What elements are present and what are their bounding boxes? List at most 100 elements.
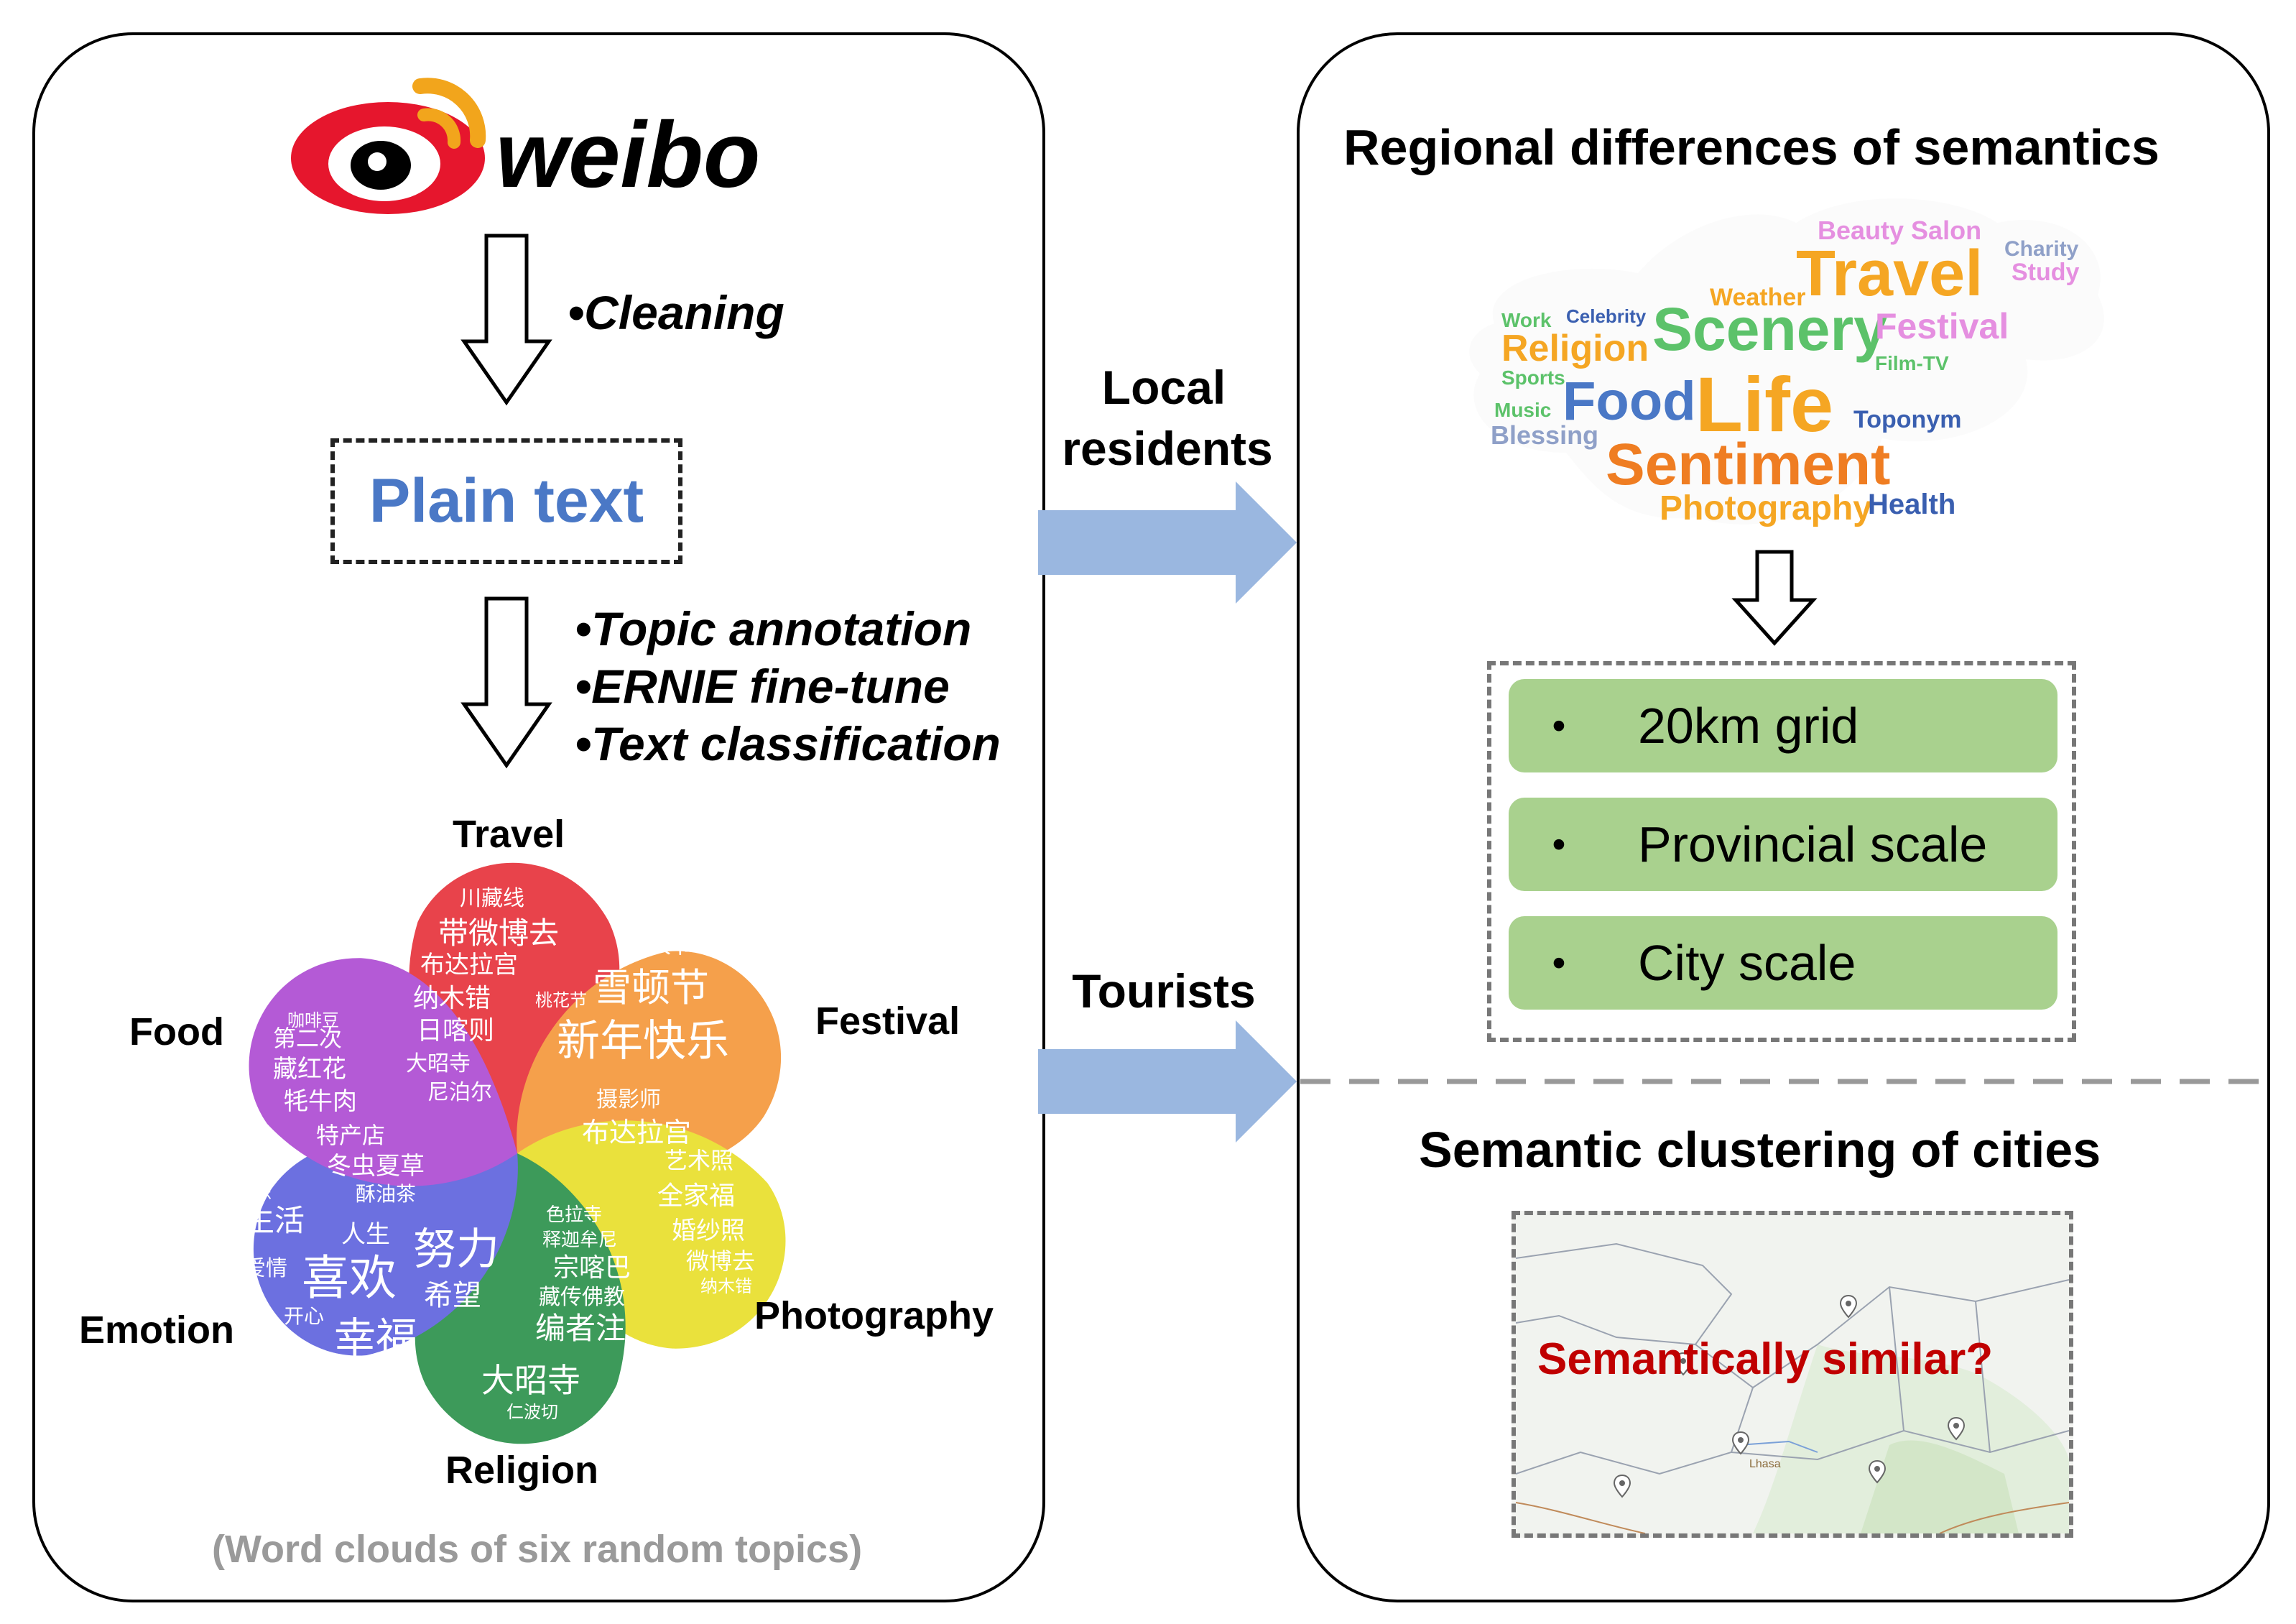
topic-label-festival: Festival xyxy=(815,1000,960,1043)
cloud-word-en: Music xyxy=(1494,399,1552,421)
cloud-word-en: Weather xyxy=(1710,284,1806,311)
map-pin-icon[interactable] xyxy=(1839,1294,1858,1319)
cloud-word-emotion: 幸福 xyxy=(334,1314,418,1362)
bullet-icon: • xyxy=(1552,823,1566,866)
cloud-word-en: Photography xyxy=(1659,489,1872,527)
plain-text-box: Plain text xyxy=(330,438,682,564)
scale-label: Provincial scale xyxy=(1638,816,1988,872)
topic-label-travel: Travel xyxy=(453,813,565,856)
cloud-word-travel: 尼泊尔 xyxy=(427,1080,492,1105)
cloud-word-en: Health xyxy=(1868,489,1956,520)
bullet-icon: • xyxy=(1552,704,1566,747)
topic-label-emotion: Emotion xyxy=(79,1309,234,1352)
cloud-word-emotion: 开心 xyxy=(284,1304,325,1328)
cloud-word-festival: 桃花节 xyxy=(535,990,587,1010)
step-cleaning: •Cleaning xyxy=(568,286,784,339)
cloud-word-travel: 川藏线 xyxy=(460,886,524,911)
plain-text-label: Plain text xyxy=(369,466,644,535)
cloud-word-photography: 纳木错 xyxy=(700,1276,752,1296)
cloud-word-en: Blessing xyxy=(1491,420,1599,450)
scales-box xyxy=(1487,661,2076,1042)
cloud-word-emotion: 人生 xyxy=(341,1220,390,1249)
cloud-word-festival: 情人节 xyxy=(625,931,695,959)
cloud-word-religion: 仁波切 xyxy=(506,1402,558,1422)
map-pin-icon[interactable] xyxy=(1674,1352,1693,1376)
cloud-word-photography: 摄影师 xyxy=(596,1087,661,1112)
cloud-word-en: Work xyxy=(1501,309,1552,331)
map-pin-icon[interactable] xyxy=(1868,1459,1887,1484)
scale-provincial: • Provincial scale xyxy=(1509,798,2057,891)
cloud-word-photography: 全家福 xyxy=(657,1181,736,1211)
topic-label-photography: Photography xyxy=(754,1294,994,1337)
title-regional-differences: Regional differences of semantics xyxy=(1343,119,2160,175)
flow-label-residents: residents xyxy=(1062,422,1273,475)
cloud-word-emotion: 喜欢 xyxy=(302,1250,397,1306)
map-pin-icon[interactable] xyxy=(1613,1474,1631,1498)
weibo-logo-icon xyxy=(291,78,486,214)
scale-20km-grid: • 20km grid xyxy=(1509,679,2057,772)
flow-label-tourists: Tourists xyxy=(1072,964,1256,1018)
cloud-word-photography: 布达拉宫 xyxy=(582,1117,692,1148)
cloud-word-emotion: 生活 xyxy=(244,1203,305,1238)
map-city-label: Lhasa xyxy=(1749,1458,1781,1470)
cloud-word-en: Sports xyxy=(1501,366,1565,389)
cloud-word-travel: 纳木错 xyxy=(413,984,491,1013)
cloud-word-food: 藏红花 xyxy=(273,1055,346,1084)
arrow-right-icon[interactable] xyxy=(1034,478,1300,607)
cloud-word-en: Celebrity xyxy=(1566,305,1647,327)
cloud-word-emotion: 快乐 xyxy=(237,1183,272,1203)
cloud-word-en: Beauty Salon xyxy=(1818,216,1982,245)
cloud-word-en: Food xyxy=(1563,371,1696,432)
cloud-word-emotion: 爱情 xyxy=(244,1256,287,1281)
city-map[interactable]: Lhasa Semantically similar? xyxy=(1512,1211,2073,1538)
cloud-word-en: Study xyxy=(2012,259,2080,286)
scale-label: 20km grid xyxy=(1638,698,1859,754)
word-cloud-caption: (Word clouds of six random topics) xyxy=(212,1528,863,1571)
cloud-word-en: Film-TV xyxy=(1875,352,1949,374)
arrow-down-icon xyxy=(460,596,552,769)
cloud-word-photography: 微博去 xyxy=(686,1247,756,1275)
cloud-word-festival: 雪顿节 xyxy=(593,965,709,1010)
map-pin-icon[interactable] xyxy=(1947,1416,1966,1441)
cloud-word-en: Charity xyxy=(2004,237,2079,261)
weibo-logo-text: weibo xyxy=(496,102,761,207)
cloud-word-food: 咖啡豆 xyxy=(287,1010,339,1030)
cloud-word-travel: 带微博去 xyxy=(438,915,560,951)
panel-divider xyxy=(1300,1079,2267,1084)
cloud-word-travel: 大昭寺 xyxy=(406,1051,471,1076)
scale-city: • City scale xyxy=(1509,916,2057,1010)
cloud-word-festival: 新年快乐 xyxy=(557,1016,729,1066)
cloud-word-food: 第二次 xyxy=(273,1025,343,1052)
cloud-word-religion: 释迦牟尼 xyxy=(542,1229,618,1251)
cloud-word-travel: 布达拉宫 xyxy=(420,951,518,979)
topic-label-religion: Religion xyxy=(445,1449,598,1492)
semantic-word-cloud-shape xyxy=(1469,198,2104,525)
cloud-word-food: 牦牛肉 xyxy=(284,1087,357,1116)
map-question: Semantically similar? xyxy=(1537,1334,1994,1384)
map-pin-icon[interactable] xyxy=(1731,1431,1750,1455)
cloud-word-en: Sentiment xyxy=(1606,432,1891,497)
cloud-word-religion: 色拉寺 xyxy=(546,1204,603,1226)
step-text-classification: •Text classification xyxy=(575,717,1001,770)
title-semantic-clustering: Semantic clustering of cities xyxy=(1419,1122,2101,1178)
cloud-word-religion: 大昭寺 xyxy=(481,1361,580,1400)
topic-label-food: Food xyxy=(129,1010,224,1053)
arrow-down-icon xyxy=(460,234,552,406)
cloud-word-food: 特产店 xyxy=(316,1122,386,1149)
scale-label: City scale xyxy=(1638,935,1856,991)
cloud-word-en: Travel xyxy=(1796,238,1983,310)
cloud-word-photography: 婚纱照 xyxy=(672,1217,745,1245)
cloud-word-food: 酥油茶 xyxy=(356,1182,417,1206)
cloud-word-religion: 藏传佛教 xyxy=(539,1285,625,1310)
cloud-word-en: Religion xyxy=(1501,328,1649,369)
cloud-word-religion: 编者注 xyxy=(535,1311,626,1346)
cloud-word-food: 冬虫夏草 xyxy=(327,1152,425,1181)
cloud-word-photography: 艺术照 xyxy=(665,1147,734,1174)
cloud-word-religion: 宗喀巴 xyxy=(553,1253,631,1283)
cloud-word-en: Life xyxy=(1695,361,1834,448)
flow-label-local: Local xyxy=(1101,361,1226,414)
cloud-word-emotion: 努力 xyxy=(413,1224,499,1275)
arrow-right-icon[interactable] xyxy=(1034,1017,1300,1146)
cloud-word-en: Toponym xyxy=(1853,406,1962,433)
cloud-word-en: Festival xyxy=(1875,306,2009,346)
